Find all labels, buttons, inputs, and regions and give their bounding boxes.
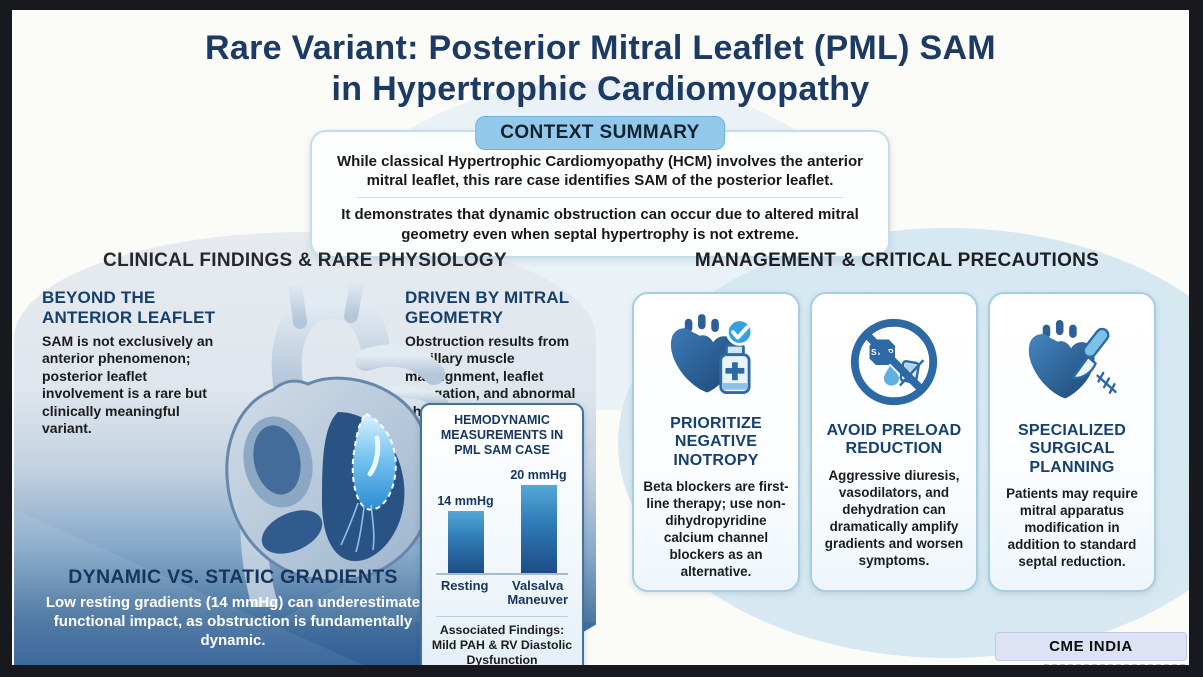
- context-paragraph-1: While classical Hypertrophic Cardiomyopa…: [337, 153, 863, 190]
- page-title-line2: in Hypertrophic Cardiomyopathy: [331, 69, 870, 108]
- card-title: AVOID PRELOAD REDUCTION: [826, 422, 962, 458]
- fine-print-watermark: [1044, 664, 1186, 665]
- dynamic-vs-static-block: DYNAMIC VS. STATIC GRADIENTS Low resting…: [40, 566, 426, 650]
- beyond-body: SAM is not exclusively an anterior pheno…: [42, 333, 214, 436]
- chart-plot-area: 14 mmHg 20 mmHg: [436, 468, 568, 575]
- clinical-section-title: CLINICAL FINDINGS & RARE PHYSIOLOGY: [103, 250, 507, 271]
- cme-india-brand-badge: CME INDIA: [995, 632, 1187, 661]
- associated-findings-label: Associated Findings:: [439, 622, 565, 637]
- heart-scalpel-icon: [1020, 308, 1124, 416]
- card-avoid-preload-reduction: STOP AVOID PRELOAD REDUCTION Aggressive …: [810, 292, 978, 592]
- avoid-preload-prohibition-icon: STOP: [845, 308, 943, 416]
- card-prioritize-negative-inotropy: PRIORITIZE NEGATIVE INOTROPY Beta blocke…: [632, 292, 800, 592]
- dynamic-body: Low resting gradients (14 mmHg) can unde…: [45, 594, 421, 650]
- dynamic-heading: DYNAMIC VS. STATIC GRADIENTS: [68, 566, 398, 588]
- category-label-resting: Resting: [440, 578, 489, 593]
- bar-value-label: 20 mmHg: [510, 468, 567, 482]
- bar-resting: [447, 511, 484, 573]
- divider: [436, 615, 568, 617]
- context-paragraph-2: It demonstrates that dynamic obstruction…: [341, 206, 859, 243]
- chart-category-labels: Resting Valsalva Maneuver: [436, 578, 569, 608]
- category-label-valsalva: Valsalva Maneuver: [507, 578, 569, 608]
- context-summary-box: CONTEXT SUMMARY While classical Hypertro…: [310, 116, 890, 258]
- beyond-heading: BEYOND THE ANTERIOR LEAFLET: [42, 288, 216, 328]
- driven-heading: DRIVEN BY MITRAL GEOMETRY: [405, 288, 570, 328]
- card-body: Beta blockers are first-line therapy; us…: [643, 478, 789, 579]
- heart-cross-section-illustration: [170, 262, 470, 615]
- chart-column-resting: 14 mmHg: [436, 494, 495, 573]
- associated-findings-text: Mild PAH & RV Diastolic Dysfunction: [431, 637, 573, 665]
- page-title: Rare Variant: Posterior Mitral Leaflet (…: [12, 28, 1189, 110]
- hemodynamic-measurements-box: HEMODYNAMIC MEASUREMENTS IN PML SAM CASE…: [420, 403, 584, 665]
- card-title: SPECIALIZED SURGICAL PLANNING: [1018, 422, 1126, 476]
- management-section-title: MANAGEMENT & CRITICAL PRECAUTIONS: [694, 250, 1100, 271]
- card-body: Aggressive diuresis, vasodilators, and d…: [824, 467, 964, 568]
- chart-column-valsalva: 20 mmHg: [509, 468, 568, 573]
- card-title: PRIORITIZE NEGATIVE INOTROPY: [670, 414, 762, 469]
- card-body: Patients may require mitral apparatus mo…: [1006, 486, 1138, 570]
- heart-medication-check-icon: [664, 308, 768, 409]
- management-cards-row: PRIORITIZE NEGATIVE INOTROPY Beta blocke…: [632, 292, 1156, 592]
- bar-value-label: 14 mmHg: [437, 494, 494, 508]
- infographic-canvas: Rare Variant: Posterior Mitral Leaflet (…: [12, 10, 1189, 665]
- card-specialized-surgical-planning: SPECIALIZED SURGICAL PLANNING Patients m…: [988, 292, 1156, 592]
- context-summary-badge: CONTEXT SUMMARY: [475, 116, 725, 150]
- page-title-line1: Rare Variant: Posterior Mitral Leaflet (…: [205, 29, 996, 67]
- divider: [356, 197, 844, 199]
- gradient-bar-chart: 14 mmHg 20 mmHg Resting Valsalva Maneuve…: [428, 468, 576, 608]
- beyond-anterior-leaflet-block: BEYOND THE ANTERIOR LEAFLET SAM is not e…: [42, 288, 224, 437]
- bar-valsalva: [520, 485, 557, 573]
- hemodynamic-title: HEMODYNAMIC MEASUREMENTS IN PML SAM CASE: [440, 413, 564, 457]
